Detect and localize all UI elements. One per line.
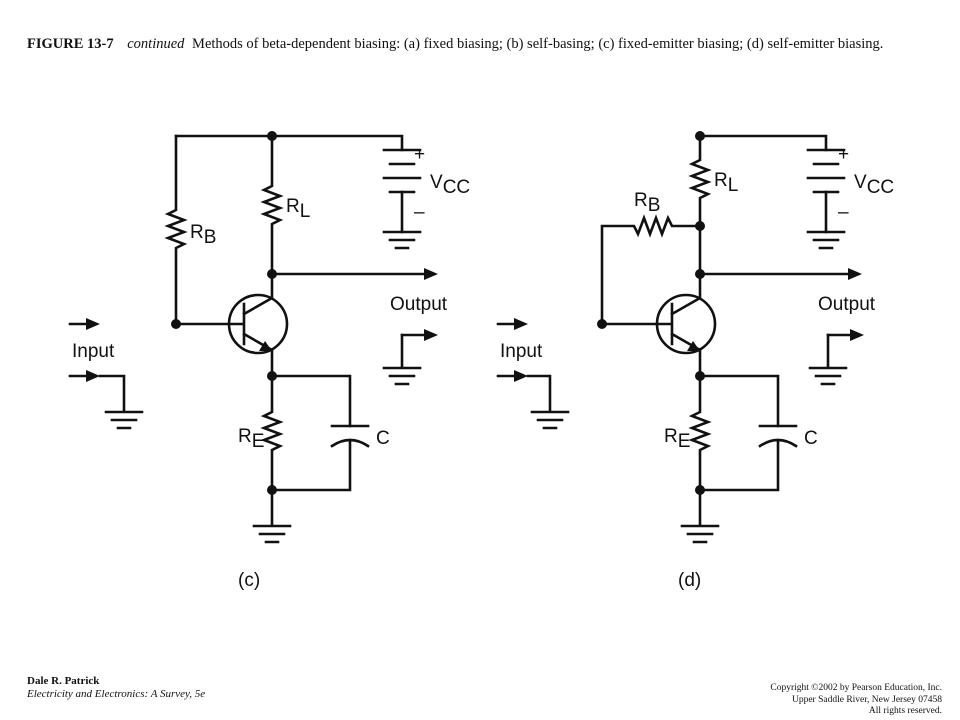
d-output-ground-icon: [808, 329, 864, 386]
c-emitter-node-line: [270, 374, 352, 428]
d-rb-resistor: [600, 214, 702, 326]
c-top-rail: [174, 134, 404, 152]
c-output-label: Output: [390, 294, 448, 315]
copyright-line: Upper Saddle River, New Jersey 07458: [791, 694, 942, 705]
footer-attribution: Dale R. Patrick Electricity and Electron…: [27, 675, 205, 701]
c-main-ground-icon: [252, 488, 292, 544]
footer-book-title: Electricity and Electronics: A Survey, 5…: [27, 688, 206, 700]
c-cap-label: C: [376, 428, 390, 449]
d-battery-ground-icon: [806, 230, 846, 250]
c-battery-symbol: [382, 148, 422, 234]
c-diagram-label: (c): [238, 570, 260, 591]
c-rb-resistor: [164, 134, 188, 326]
d-rl-resistor: [688, 134, 712, 276]
d-diagram-label: (d): [678, 570, 701, 591]
c-capacitor-symbol: [270, 424, 370, 492]
c-vcc-plus: +: [414, 144, 425, 165]
circuit-d: + – VCC RL RB Output Input: [496, 131, 894, 591]
figure-caption-text: Methods of beta-dependent biasing: (a) f…: [192, 36, 884, 52]
figure-continued: continued: [127, 36, 185, 52]
d-re-label: RE: [664, 426, 690, 452]
d-vcc-plus: +: [838, 144, 849, 165]
c-rb-label: RB: [190, 222, 216, 248]
d-input-ground-icon: [496, 370, 570, 430]
footer-copyright: Copyright ©2002 by Pearson Education, In…: [770, 683, 942, 718]
d-input-label: Input: [500, 341, 543, 362]
c-output-ground-icon: [382, 329, 438, 386]
d-vcc-label: VCC: [854, 172, 894, 198]
d-top-rail: [698, 134, 828, 152]
d-transistor-symbol: [600, 272, 717, 378]
d-rb-label: RB: [634, 190, 660, 216]
d-battery-symbol: [806, 148, 846, 234]
d-emitter-node-line: [698, 374, 780, 428]
d-re-resistor: [688, 374, 712, 492]
copyright-line: Copyright ©2002 by Pearson Education, In…: [770, 683, 942, 693]
c-re-resistor: [260, 374, 284, 492]
figure-caption: FIGURE 13-7 continued Methods of beta-de…: [27, 34, 937, 54]
d-output-label: Output: [818, 294, 876, 315]
c-vcc-minus: –: [414, 202, 425, 223]
c-input-label: Input: [72, 341, 115, 362]
footer-author: Dale R. Patrick: [27, 675, 100, 687]
d-capacitor-symbol: [698, 424, 798, 492]
c-vcc-label: VCC: [430, 172, 470, 198]
c-rl-resistor: [260, 134, 284, 276]
c-transistor-symbol: [174, 272, 289, 378]
d-cap-label: C: [804, 428, 818, 449]
copyright-line: All rights reserved.: [868, 706, 942, 716]
figure-number: FIGURE 13-7: [27, 36, 114, 52]
d-vcc-minus: –: [838, 202, 849, 223]
c-rl-label: RL: [286, 196, 310, 222]
circuit-c: + – VCC RB RL Output Input: [68, 131, 470, 591]
d-main-ground-icon: [680, 488, 720, 544]
c-battery-ground-icon: [382, 230, 422, 250]
d-rl-label: RL: [714, 170, 738, 196]
c-input-ground-icon: [68, 370, 144, 430]
c-re-label: RE: [238, 426, 264, 452]
